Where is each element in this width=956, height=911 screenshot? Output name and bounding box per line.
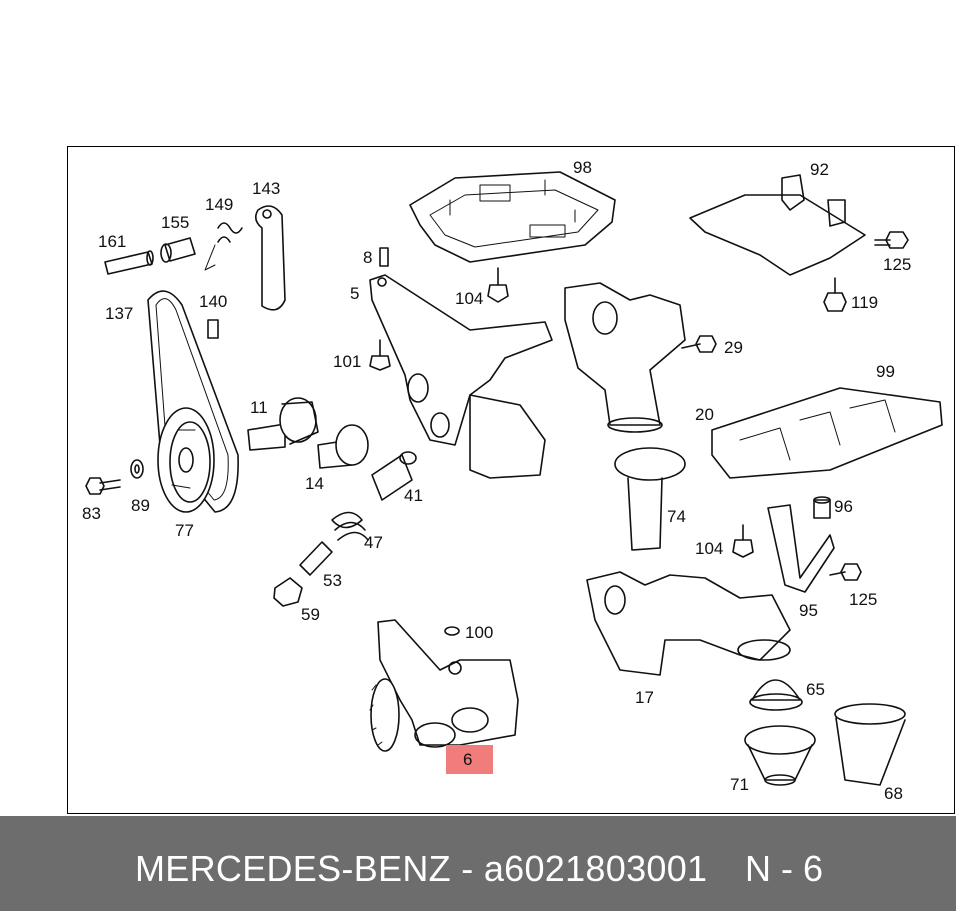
part-140-link bbox=[207, 319, 219, 339]
callout-96: 96 bbox=[834, 497, 853, 516]
callout-89: 89 bbox=[131, 496, 150, 515]
part-47-spring bbox=[331, 511, 369, 541]
callout-104-bottom: 104 bbox=[695, 539, 724, 558]
callout-65: 65 bbox=[806, 680, 825, 699]
callout-149: 149 bbox=[205, 195, 234, 214]
callout-11: 11 bbox=[250, 398, 268, 417]
callout-137: 137 bbox=[105, 304, 134, 323]
part-83-bolt bbox=[85, 477, 121, 495]
callout-68: 68 bbox=[884, 784, 903, 803]
callout-125-top: 125 bbox=[883, 255, 912, 274]
callout-143: 143 bbox=[252, 179, 281, 198]
callout-104-top: 104 bbox=[455, 289, 484, 308]
highlighted-part-marker[interactable]: 6 bbox=[446, 745, 493, 774]
part-41-plug bbox=[371, 451, 417, 501]
callout-5: 5 bbox=[350, 284, 360, 303]
part-17-housing bbox=[586, 571, 791, 676]
callout-95: 95 bbox=[799, 601, 818, 620]
part-149-spring bbox=[204, 222, 243, 271]
callout-98: 98 bbox=[573, 158, 592, 177]
caption-position-code: N - 6 bbox=[745, 848, 824, 889]
diagram-frame bbox=[67, 146, 955, 814]
callout-77: 77 bbox=[175, 521, 194, 540]
callout-100: 100 bbox=[465, 623, 494, 642]
part-161-pin bbox=[104, 250, 154, 275]
callout-29: 29 bbox=[724, 338, 743, 357]
part-143-arm bbox=[254, 205, 286, 311]
callout-92: 92 bbox=[810, 160, 829, 179]
part-125-bolt bbox=[874, 231, 909, 249]
part-6-oil-pump bbox=[369, 619, 519, 752]
callout-8: 8 bbox=[363, 248, 373, 267]
part-101-bolt bbox=[369, 339, 391, 371]
callout-53: 53 bbox=[323, 571, 342, 590]
highlighted-part-number: 6 bbox=[463, 750, 473, 769]
part-98-cover bbox=[409, 171, 616, 263]
part-137-chain bbox=[147, 290, 239, 513]
callout-59: 59 bbox=[301, 605, 320, 624]
part-65-cap bbox=[749, 679, 803, 711]
callout-99: 99 bbox=[876, 362, 895, 381]
callout-17: 17 bbox=[635, 688, 654, 707]
callout-74: 74 bbox=[667, 507, 686, 526]
part-155-sleeve bbox=[160, 237, 196, 263]
part-104-bolt-top bbox=[487, 267, 509, 303]
caption-bar: MERCEDES-BENZ - a6021803001 N - 6 bbox=[0, 816, 956, 911]
part-53-piston bbox=[299, 541, 333, 576]
callout-161: 161 bbox=[98, 232, 127, 251]
part-92-plate bbox=[689, 174, 866, 276]
part-104-bolt-bottom bbox=[732, 524, 754, 558]
callout-155: 155 bbox=[161, 213, 190, 232]
part-20-housing bbox=[564, 282, 686, 433]
caption-brand-part-number: MERCEDES-BENZ - a6021803001 bbox=[135, 848, 708, 889]
callout-140: 140 bbox=[199, 292, 228, 311]
part-68-filter bbox=[834, 703, 906, 786]
part-95-bracket bbox=[767, 504, 835, 593]
part-99-plate bbox=[711, 387, 943, 479]
callout-119: 119 bbox=[851, 293, 879, 312]
part-119-bolt bbox=[823, 277, 847, 312]
part-100-washer bbox=[444, 626, 460, 636]
callout-71: 71 bbox=[730, 775, 749, 794]
part-74-strainer bbox=[614, 447, 686, 551]
part-77-sprocket bbox=[157, 407, 215, 513]
part-29-bolt bbox=[681, 335, 717, 353]
part-5-bracket bbox=[369, 274, 553, 479]
part-59-nut bbox=[273, 577, 303, 607]
callout-20: 20 bbox=[695, 405, 714, 424]
part-71-funnel bbox=[744, 725, 816, 786]
part-11-gear bbox=[247, 397, 319, 451]
callout-125-bottom: 125 bbox=[849, 590, 878, 609]
callout-41: 41 bbox=[404, 486, 423, 505]
part-14-gear bbox=[317, 424, 369, 469]
part-125-bolt-lower bbox=[829, 563, 862, 581]
callout-101: 101 bbox=[333, 352, 362, 371]
part-96-sleeve bbox=[813, 496, 831, 519]
part-89-washer bbox=[130, 459, 144, 479]
callout-47: 47 bbox=[364, 533, 383, 552]
part-8-pin bbox=[379, 247, 389, 267]
callout-14: 14 bbox=[305, 474, 324, 493]
callout-83: 83 bbox=[82, 504, 101, 523]
